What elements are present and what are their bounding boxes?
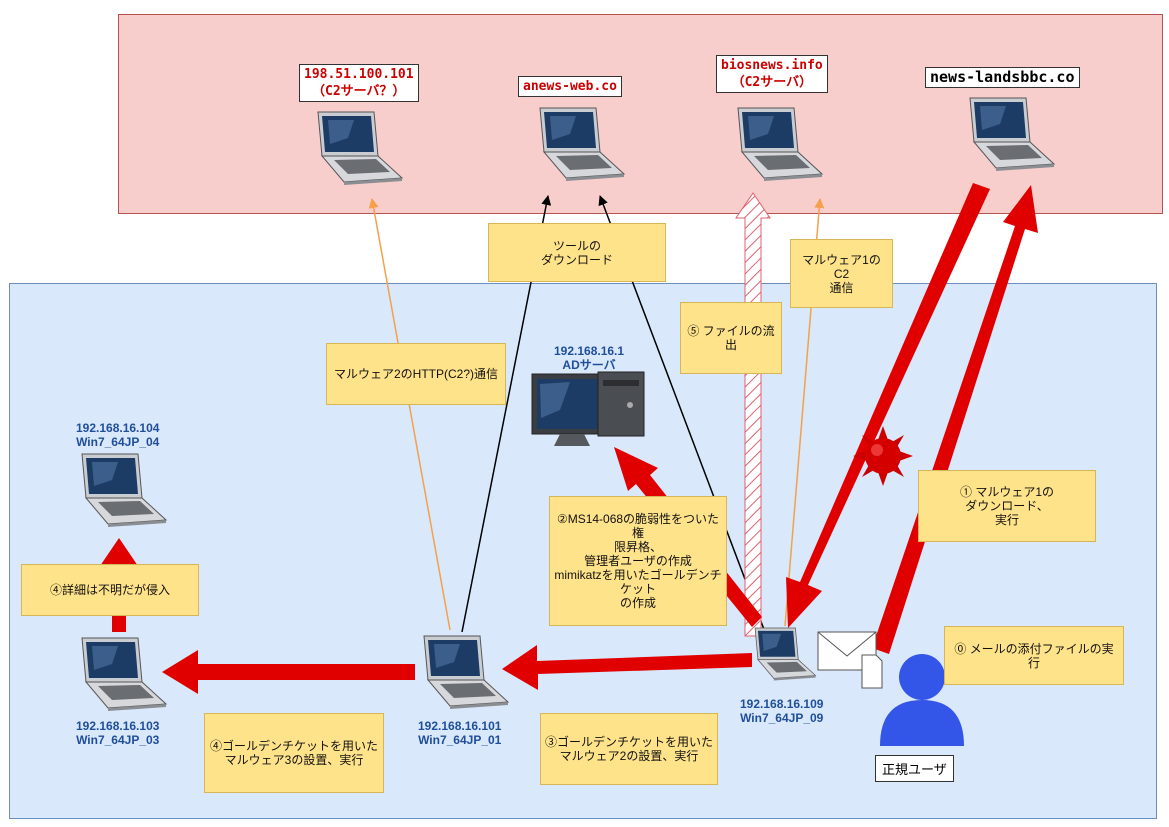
note-step1-download: ① マルウェア1の ダウンロード、 実行	[918, 470, 1096, 542]
note-step4-malware3: ④ゴールデンチケットを用いた マルウェア3の設置、実行	[204, 713, 384, 793]
lateral-09-to-01-arrow	[502, 645, 752, 690]
note-step0-attachment: ⓪ メールの添付ファイルの実行	[944, 626, 1124, 685]
host-ip: 192.168.16.1	[554, 344, 625, 358]
host-address: biosnews.info	[721, 58, 823, 73]
host-name: Win7_64JP_01	[418, 733, 502, 747]
legitimate-user-label: 正規ユーザ	[875, 755, 954, 782]
host-address: 198.51.100.101	[304, 67, 414, 82]
win7-03-label: 192.168.16.103 Win7_64JP_03	[76, 719, 159, 747]
note-step3-malware2: ③ゴールデンチケットを用いた マルウェア2の設置、実行	[540, 713, 718, 785]
lateral-01-to-03-arrow	[162, 650, 415, 694]
host-label-198-51-100-101: 198.51.100.101 （C2サーバ？）	[299, 64, 419, 102]
host-ip: 192.168.16.101	[418, 719, 502, 733]
host-label-anews-web: anews-web.co	[518, 76, 622, 97]
host-ip: 192.168.16.103	[76, 719, 160, 733]
laptop-icon	[754, 627, 816, 681]
win7-04-label: 192.168.16.104 Win7_64JP_04	[76, 421, 159, 449]
attack-arrows	[100, 183, 1038, 694]
win7-01-label: 192.168.16.101 Win7_64JP_01	[418, 719, 501, 747]
host-ip: 192.168.16.109	[740, 697, 824, 711]
note-tool-download: ツールの ダウンロード	[488, 223, 666, 282]
malware2-http-c2-arrow	[368, 198, 451, 631]
host-name: Win7_64JP_03	[76, 733, 160, 747]
host-ip: 192.168.16.104	[76, 421, 160, 435]
note-step2-escalation: ②MS14-068の脆弱性をついた権 限昇格、 管理者ユーザの作成 mimika…	[549, 496, 727, 626]
user-to-c2-arrow	[872, 185, 1038, 654]
host-label-biosnews: biosnews.info （C2サーバ）	[716, 55, 828, 93]
laptop-icon	[539, 107, 625, 182]
laptop-icon	[317, 111, 403, 186]
malware-icon	[853, 426, 913, 486]
host-name: Win7_64JP_09	[740, 711, 824, 725]
host-label-news-landsbbc: news-landsbbc.co	[925, 67, 1080, 88]
file-exfiltration-arrow	[735, 192, 771, 637]
win7-09-label: 192.168.16.109 Win7_64JP_09	[740, 697, 823, 725]
note-malware1-c2: マルウェア1のC2 通信	[790, 239, 893, 308]
laptop-icon	[81, 637, 167, 712]
host-role: （C2サーバ）	[731, 75, 813, 90]
desktop-icon	[531, 371, 645, 446]
laptop-icon	[969, 97, 1055, 172]
laptop-icon	[81, 453, 167, 528]
laptop-icon	[737, 107, 823, 182]
user-icon	[880, 654, 964, 746]
mail-icon	[817, 631, 883, 689]
ad-server-label: 192.168.16.1 ADサーバ	[554, 344, 624, 372]
note-malware2-http: マルウェア2のHTTP(C2?)通信	[326, 343, 506, 405]
malware1-download-arrow	[786, 183, 990, 628]
host-address: news-landsbbc.co	[930, 68, 1075, 86]
host-name: Win7_64JP_04	[76, 435, 160, 449]
host-name: ADサーバ	[562, 358, 616, 372]
host-address: anews-web.co	[523, 79, 617, 94]
host-role: （C2サーバ？）	[312, 84, 406, 99]
laptop-icon	[423, 635, 509, 710]
note-step5-exfiltration: ⑤ ファイルの流 出	[680, 302, 782, 374]
note-step4-intrusion: ④詳細は不明だが侵入	[21, 564, 199, 616]
